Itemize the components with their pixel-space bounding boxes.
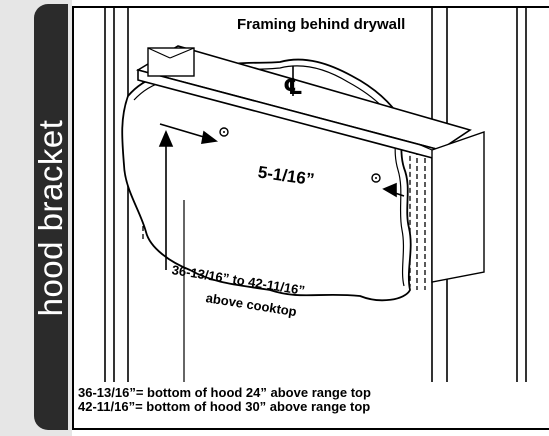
side-tab: hood bracket xyxy=(0,0,72,436)
note-line: 42-11/16”= bottom of hood 30” above rang… xyxy=(78,399,371,414)
side-tab-band xyxy=(34,4,68,430)
notes-block: 36-13/16”= bottom of hood 24” above rang… xyxy=(78,386,371,414)
side-tab-label: hood bracket xyxy=(32,119,69,317)
screw-hole-center xyxy=(223,131,225,133)
top-block-edge xyxy=(169,47,195,59)
top-block xyxy=(147,47,195,77)
screw-hole-center xyxy=(375,177,377,179)
vertical-dimension-arrowhead xyxy=(158,129,174,147)
diagram-heading: Framing behind drywall xyxy=(234,16,409,33)
right-framing-box xyxy=(431,131,485,283)
top-block-edge xyxy=(147,47,171,59)
centerline-symbol: ℄ xyxy=(283,75,303,100)
dimension-arrowhead-left xyxy=(201,130,219,144)
installation-diagram: ℄ xyxy=(104,8,527,382)
note-line: 36-13/16”= bottom of hood 24” above rang… xyxy=(78,385,371,400)
dimension-arrowhead-right xyxy=(382,182,397,198)
right-framing-box-edge xyxy=(417,143,433,151)
